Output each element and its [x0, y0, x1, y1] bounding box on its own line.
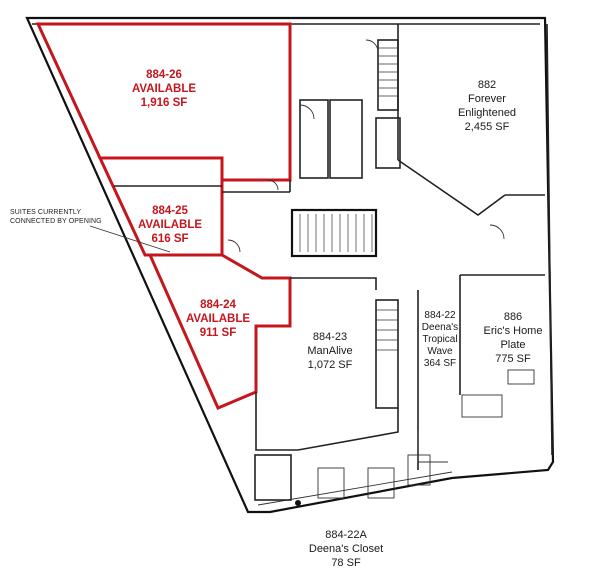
suite-tenant: Enlightened: [457, 107, 517, 119]
suite-area: 616 SF: [151, 233, 189, 245]
suite-number: 884-26: [146, 69, 182, 81]
suite-884-26-label[interactable]: 884-26 AVAILABLE 1,916 SF: [132, 68, 196, 110]
suite-tenant: Deena's Closet: [308, 543, 384, 555]
suite-number: 884-24: [200, 299, 236, 311]
suite-884-22-label[interactable]: 884-22 Deena's Tropical Wave 364 SF: [422, 310, 458, 370]
note-line: SUITES CURRENTLY: [10, 209, 82, 216]
south-restroom-stall: [317, 467, 345, 499]
central-stair-treads: [299, 214, 373, 252]
suite-area: 78 SF: [331, 557, 361, 569]
closet: [375, 117, 401, 169]
suite-number: 884-22: [424, 310, 456, 321]
east-wall-line: [546, 23, 553, 456]
north-stair-treads: [378, 47, 398, 97]
fixture: [507, 369, 535, 385]
east-stair-treads: [376, 309, 398, 351]
connected-suites-note: SUITES CURRENTLY CONNECTED BY OPENING: [10, 208, 102, 226]
suite-area: 364 SF: [423, 358, 457, 369]
central-stair: [290, 208, 378, 258]
restroom-block: [299, 99, 329, 179]
suite-884-24-outline[interactable]: [147, 253, 292, 410]
note-line: CONNECTED BY OPENING: [10, 218, 102, 225]
suite-tenant: Forever: [468, 93, 506, 105]
wall: [417, 430, 448, 463]
south-stair: [407, 454, 431, 486]
south-restroom-stall: [367, 467, 395, 499]
suite-number: 886: [503, 311, 523, 323]
suite-number: 884-23: [312, 331, 348, 343]
door-swing: [299, 104, 315, 120]
suite-number: 882: [477, 79, 497, 91]
suite-tenant: Deena's: [421, 322, 459, 333]
suite-status: AVAILABLE: [137, 219, 203, 231]
suite-tenant: ManAlive: [307, 345, 353, 357]
suite-number: 884-22A: [325, 529, 367, 541]
door-swing: [227, 239, 241, 253]
suite-884-24-label[interactable]: 884-24 AVAILABLE 911 SF: [186, 298, 250, 340]
suite-number: 884-25: [152, 205, 188, 217]
door-swing: [365, 39, 379, 53]
suite-tenant: Eric's Home: [483, 325, 543, 337]
north-stair: [377, 39, 399, 111]
counter: [461, 394, 503, 418]
suite-status: AVAILABLE: [185, 313, 251, 325]
door-swing: [267, 179, 279, 191]
note-leader-line: [89, 225, 171, 253]
suite-884-22a-marker: [295, 500, 301, 506]
door-swing: [489, 224, 505, 240]
restroom-block: [329, 99, 363, 179]
suite-area: 1,916 SF: [140, 97, 188, 109]
suite-area: 2,455 SF: [464, 121, 510, 133]
suite-area: 775 SF: [495, 353, 531, 365]
suite-886-label[interactable]: 886 Eric's Home Plate 775 SF: [484, 310, 543, 366]
suite-884-25-label[interactable]: 884-25 AVAILABLE 616 SF: [138, 204, 202, 246]
suite-884-23-wall: [255, 392, 399, 451]
south-restroom: [254, 454, 292, 501]
suite-882-wall: [397, 159, 506, 216]
suite-tenant: Plate: [500, 339, 526, 351]
suite-area: 1,072 SF: [307, 359, 353, 371]
suite-884-23-label[interactable]: 884-23 ManAlive 1,072 SF: [307, 330, 352, 372]
building-outline: [25, 16, 555, 514]
east-stair: [375, 299, 399, 409]
suite-tenant: Tropical: [422, 334, 458, 345]
suite-tenant: Wave: [427, 346, 453, 357]
suite-882-label[interactable]: 882 Forever Enlightened 2,455 SF: [458, 78, 516, 134]
suite-884-22a-label[interactable]: 884-22A Deena's Closet 78 SF: [309, 528, 383, 570]
suite-area: 911 SF: [199, 327, 237, 339]
suite-status: AVAILABLE: [131, 83, 197, 95]
suite-884-23-wall: [290, 277, 377, 290]
